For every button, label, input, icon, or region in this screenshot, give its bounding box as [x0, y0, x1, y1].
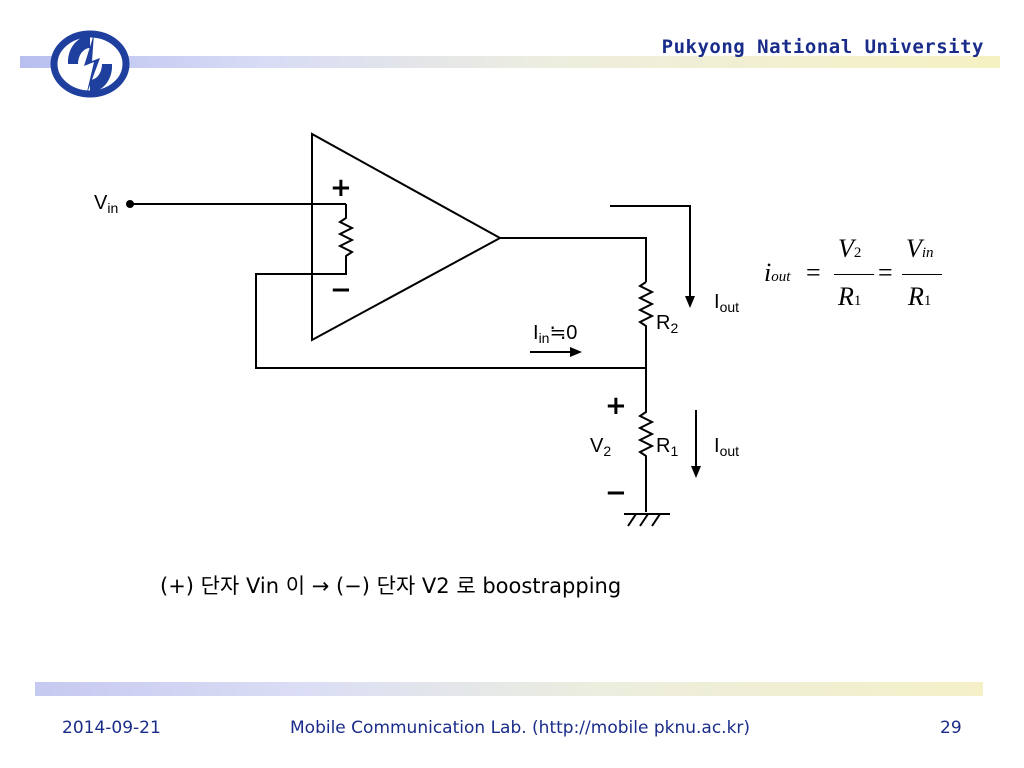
vin-terminal [126, 200, 134, 208]
output-wire [500, 237, 647, 282]
v2-plus-sign: + [605, 391, 627, 421]
formula-eq-2: = [878, 258, 893, 287]
university-name: Pukyong National University [661, 36, 984, 58]
iout-top-label: Iout [714, 291, 740, 315]
formula-frac2-bar [902, 274, 942, 275]
formula-frac1-num: V2 [838, 234, 862, 263]
footer-date: 2014-09-21 [62, 718, 161, 738]
noninverting-input-sign: + [330, 173, 352, 203]
iout-bottom-label: Iout [714, 435, 740, 459]
internal-resistor [255, 204, 646, 369]
v2-label: V2 [590, 435, 612, 459]
footer-lab: Mobile Communication Lab. (http://mobile… [290, 718, 751, 738]
output-current-formula: iout = V2 R1 = Vin R1 [764, 236, 954, 316]
iin-label: Iin≒0 [533, 322, 578, 346]
formula-eq-1: = [806, 258, 821, 287]
inverting-input-sign: − [330, 275, 352, 305]
university-logo [50, 30, 130, 98]
r1-label: R1 [656, 435, 679, 459]
r1-resistor [637, 368, 655, 512]
header-bar [20, 56, 1000, 68]
formula-frac2-num: Vin [906, 234, 934, 263]
formula-frac1-bar [834, 274, 874, 275]
bootstrapping-caption: (+) 단자 Vin 이 → (−) 단자 V2 로 boostrapping [160, 574, 622, 598]
op-amp-triangle [311, 132, 503, 342]
footer-page-number: 29 [940, 718, 962, 738]
iout-top-arrow [610, 205, 691, 300]
v2-minus-sign: − [605, 478, 627, 508]
r2-resistor [637, 281, 655, 368]
r2-label: R2 [656, 312, 679, 336]
formula-frac2-den: R1 [908, 282, 932, 311]
vin-label: Vin [94, 192, 119, 216]
footer-bar [35, 682, 983, 696]
formula-frac1-den: R1 [838, 282, 862, 311]
formula-lhs: iout [764, 258, 791, 287]
